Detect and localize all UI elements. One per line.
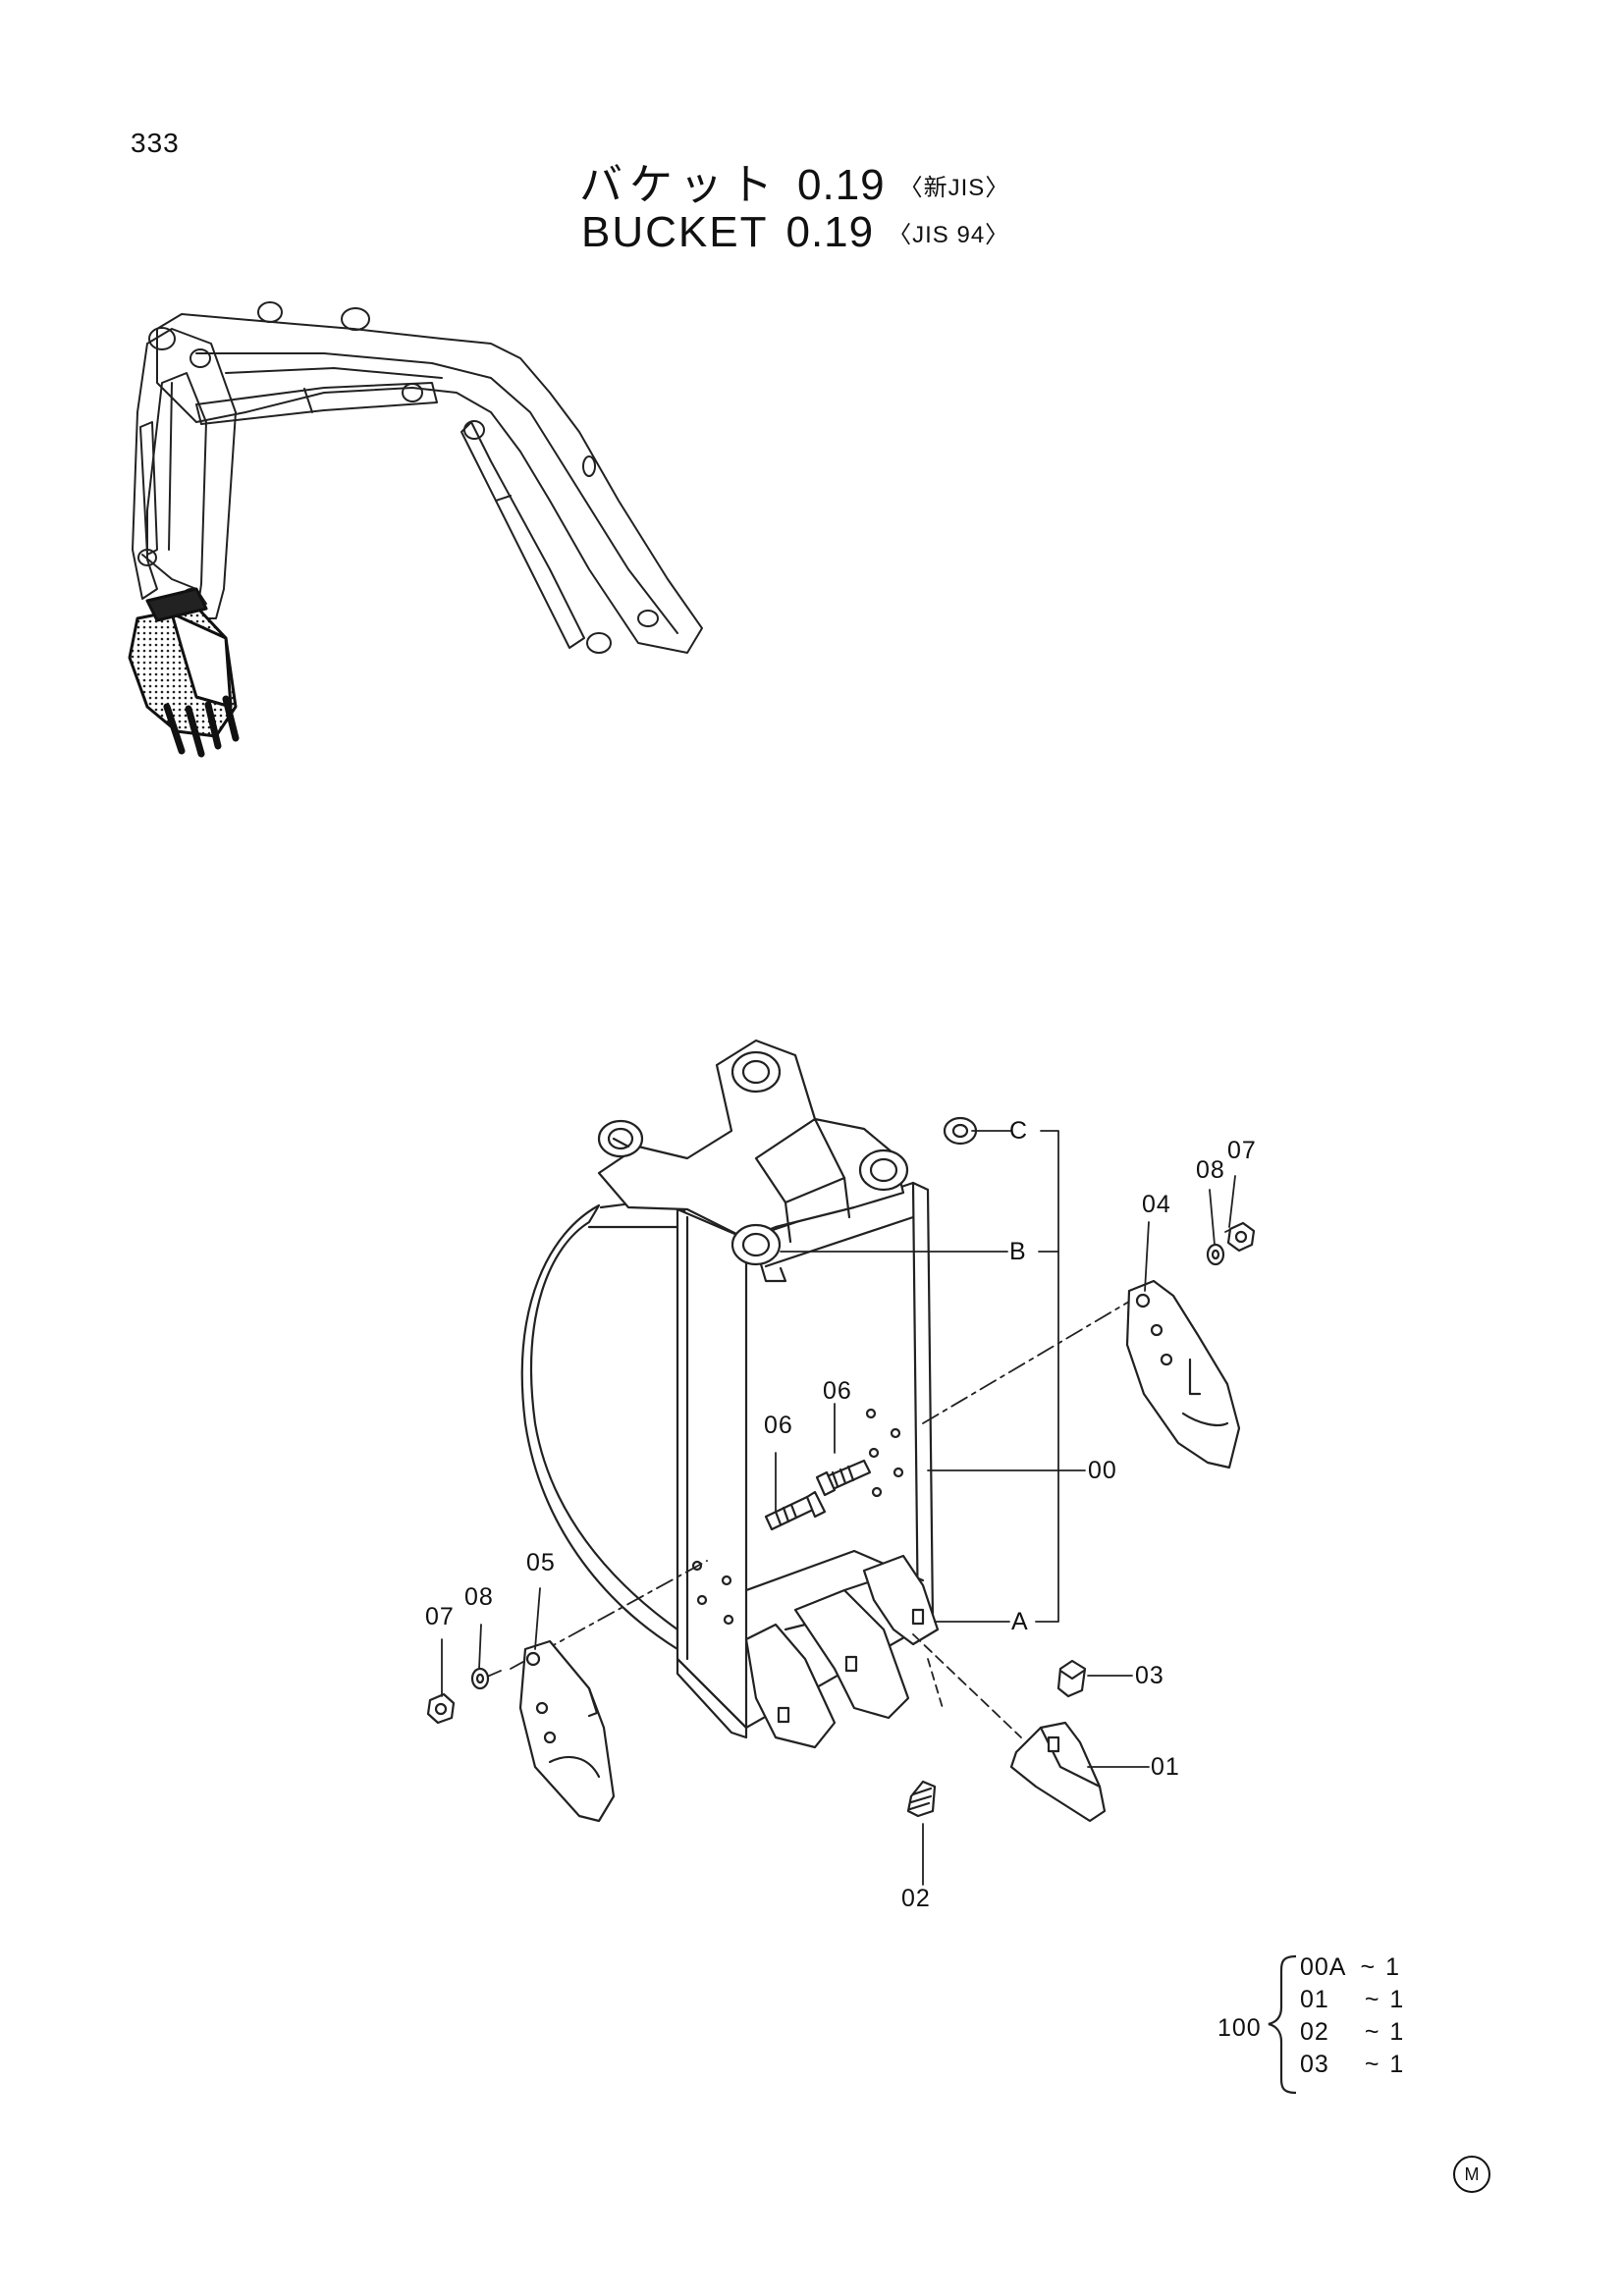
title-ja-standard: 〈新JIS〉 xyxy=(898,175,1010,201)
callout-03: 03 xyxy=(1135,1662,1164,1689)
bucket-exploded-view xyxy=(426,1039,1256,1886)
callout-07-right: 07 xyxy=(1227,1137,1257,1164)
front-attachment-overview xyxy=(132,301,703,654)
kit-code: 100 xyxy=(1217,2014,1262,2042)
kit-row: 01~1 xyxy=(1300,1986,1405,2013)
callout-06-right: 06 xyxy=(823,1377,852,1405)
callout-04: 04 xyxy=(1142,1191,1171,1218)
callout-00: 00 xyxy=(1088,1457,1117,1484)
callout-b: B xyxy=(1009,1238,1027,1265)
title-en-main: BUCKET xyxy=(581,208,769,256)
title-ja-size: 0.19 xyxy=(797,161,886,209)
kit-qty: 1 xyxy=(1389,2051,1405,2078)
title-en-standard: 〈JIS 94〉 xyxy=(888,222,1010,248)
callout-08-right: 08 xyxy=(1196,1156,1225,1184)
kit-part: 02 xyxy=(1300,2018,1329,2046)
callout-07-left: 07 xyxy=(425,1603,455,1630)
title-ja-main: バケット xyxy=(579,161,780,209)
kit-row: 03~1 xyxy=(1300,2051,1405,2078)
callout-05: 05 xyxy=(526,1549,556,1576)
kit-row: 00A~1 xyxy=(1300,1953,1400,1981)
callout-02: 02 xyxy=(901,1885,931,1912)
callout-08-left: 08 xyxy=(464,1583,494,1611)
kit-list: 00A~1 01~1 02~1 03~1 xyxy=(1300,1955,1404,2085)
title-en-size: 0.19 xyxy=(785,208,875,256)
kit-part: 01 xyxy=(1300,1986,1329,2013)
title-japanese: バケット 0.19 〈新JIS〉 xyxy=(579,149,1009,212)
callout-c: C xyxy=(1009,1117,1029,1145)
kit-brace xyxy=(1268,1954,1297,2095)
callout-a: A xyxy=(1011,1608,1029,1635)
kit-qty: 1 xyxy=(1389,2018,1405,2046)
kit-qty: 1 xyxy=(1385,1953,1400,1981)
kit-qty: 1 xyxy=(1389,1986,1405,2013)
page-number: 333 xyxy=(131,128,180,158)
callout-01: 01 xyxy=(1151,1753,1180,1781)
kit-part: 03 xyxy=(1300,2051,1329,2078)
corner-circle-mark: M xyxy=(1453,2156,1490,2193)
overview-bucket-highlight xyxy=(128,587,240,758)
title-english: BUCKET 0.19 〈JIS 94〉 xyxy=(581,208,1009,257)
callout-06-left: 06 xyxy=(764,1412,793,1439)
kit-row: 02~1 xyxy=(1300,2018,1405,2046)
kit-part: 00A xyxy=(1300,1953,1347,1981)
